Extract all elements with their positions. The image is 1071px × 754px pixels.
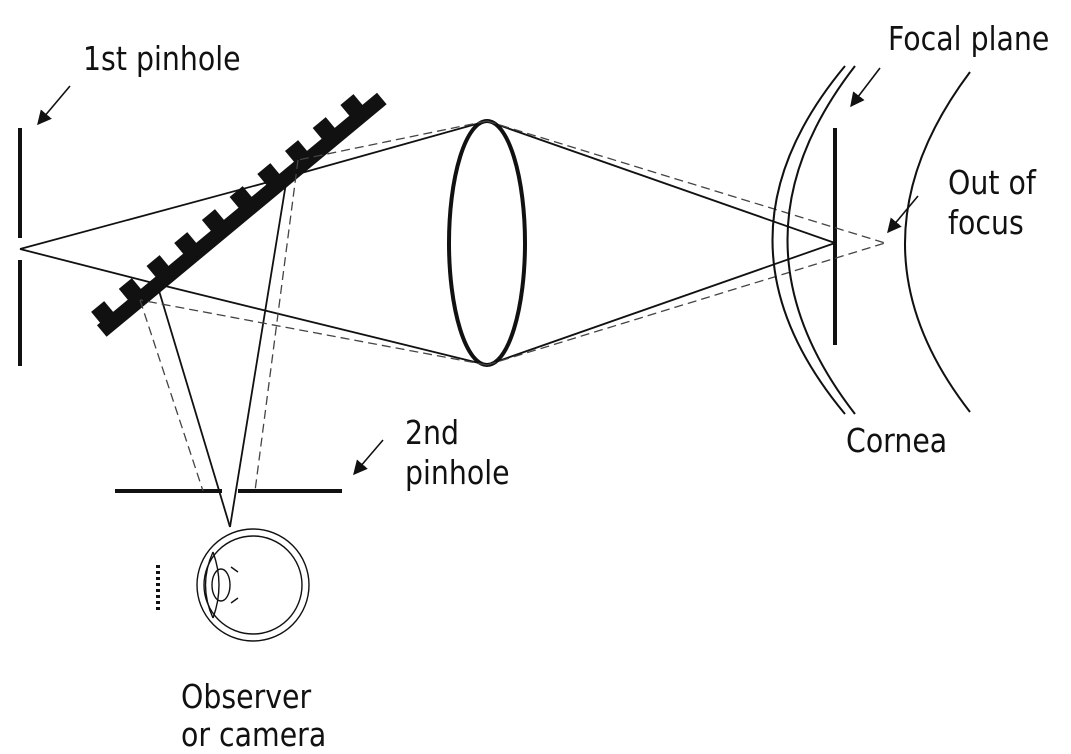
- focal-plane-label: Focal plane: [888, 19, 1050, 58]
- observer-label-line2: or camera: [181, 715, 327, 754]
- arrow-second-pinhole: [353, 439, 384, 476]
- second-pinhole-label-line2: pinhole: [405, 453, 510, 492]
- out-of-focus-rays: [139, 120, 886, 492]
- cornea: [771, 65, 856, 415]
- second-pinhole-label-line1: 2nd: [405, 413, 460, 452]
- label-arrows: [37, 67, 919, 476]
- observer-eye-icon: [196, 528, 310, 642]
- out-of-focus-curve: [904, 71, 971, 413]
- arrow-first-pinhole: [37, 85, 71, 126]
- lens: [447, 119, 527, 367]
- first-pinhole-label: 1st pinhole: [83, 39, 241, 78]
- arrow-out-of-focus: [887, 195, 919, 234]
- observer-label-line1: Observer: [181, 677, 312, 716]
- out-of-focus-label-line1: Out of: [948, 163, 1036, 202]
- out-of-focus-label-line2: focus: [948, 203, 1024, 242]
- cornea-label: Cornea: [846, 421, 948, 460]
- beam-splitter: [91, 92, 387, 337]
- in-focus-rays: [19, 120, 836, 528]
- arrow-focal-plane: [850, 67, 881, 108]
